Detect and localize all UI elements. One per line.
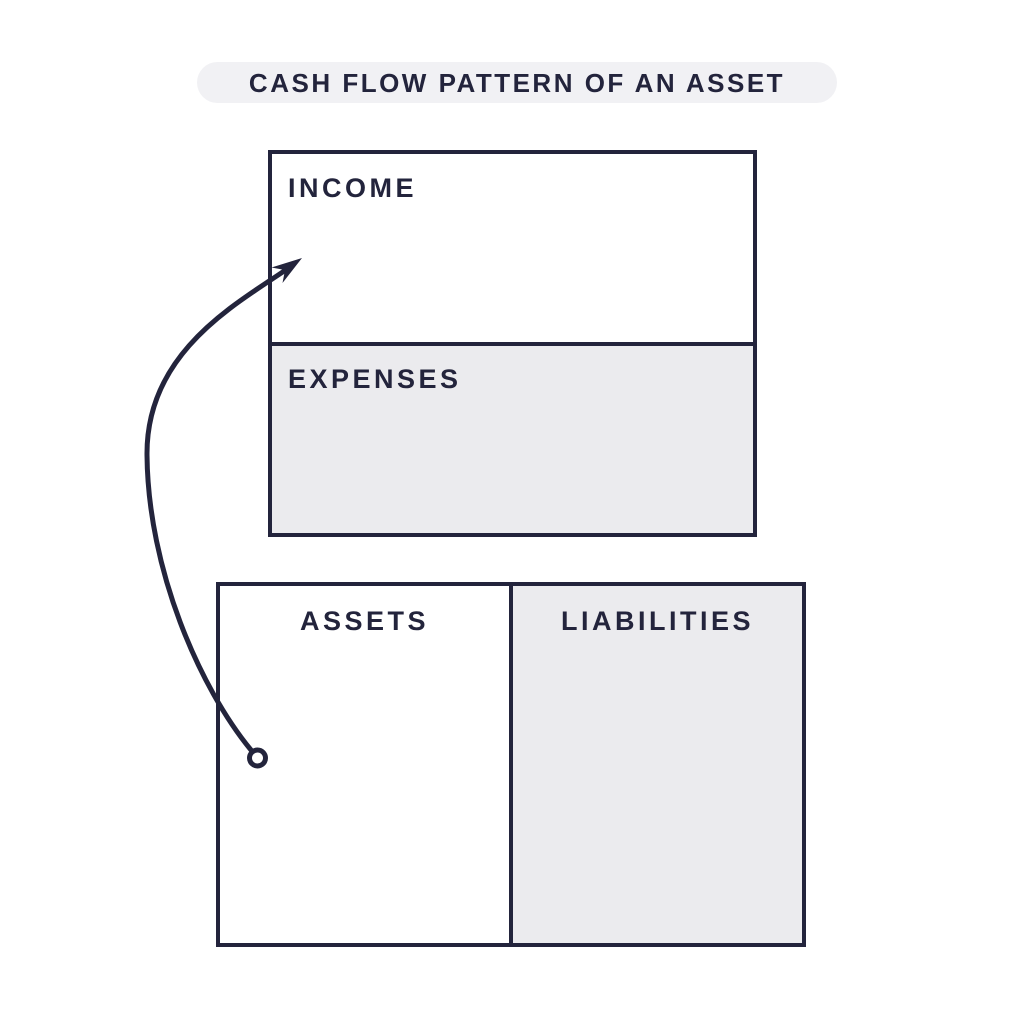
expenses-label: EXPENSES <box>288 364 462 394</box>
income-expenses-divider <box>272 342 753 346</box>
title-pill: CASH FLOW PATTERN OF AN ASSET <box>197 62 837 103</box>
balance-sheet-box: ASSETS LIABILITIES <box>216 582 806 947</box>
expenses-section: EXPENSES <box>272 346 753 533</box>
income-label: INCOME <box>288 173 417 203</box>
assets-liabilities-divider <box>509 586 513 943</box>
income-section: INCOME <box>272 154 753 342</box>
assets-label: ASSETS <box>299 606 430 636</box>
liabilities-section: LIABILITIES <box>513 586 802 943</box>
assets-section: ASSETS <box>220 586 509 943</box>
income-statement-box: INCOME EXPENSES <box>268 150 757 537</box>
liabilities-label: LIABILITIES <box>561 606 754 636</box>
page-title: CASH FLOW PATTERN OF AN ASSET <box>248 67 786 98</box>
